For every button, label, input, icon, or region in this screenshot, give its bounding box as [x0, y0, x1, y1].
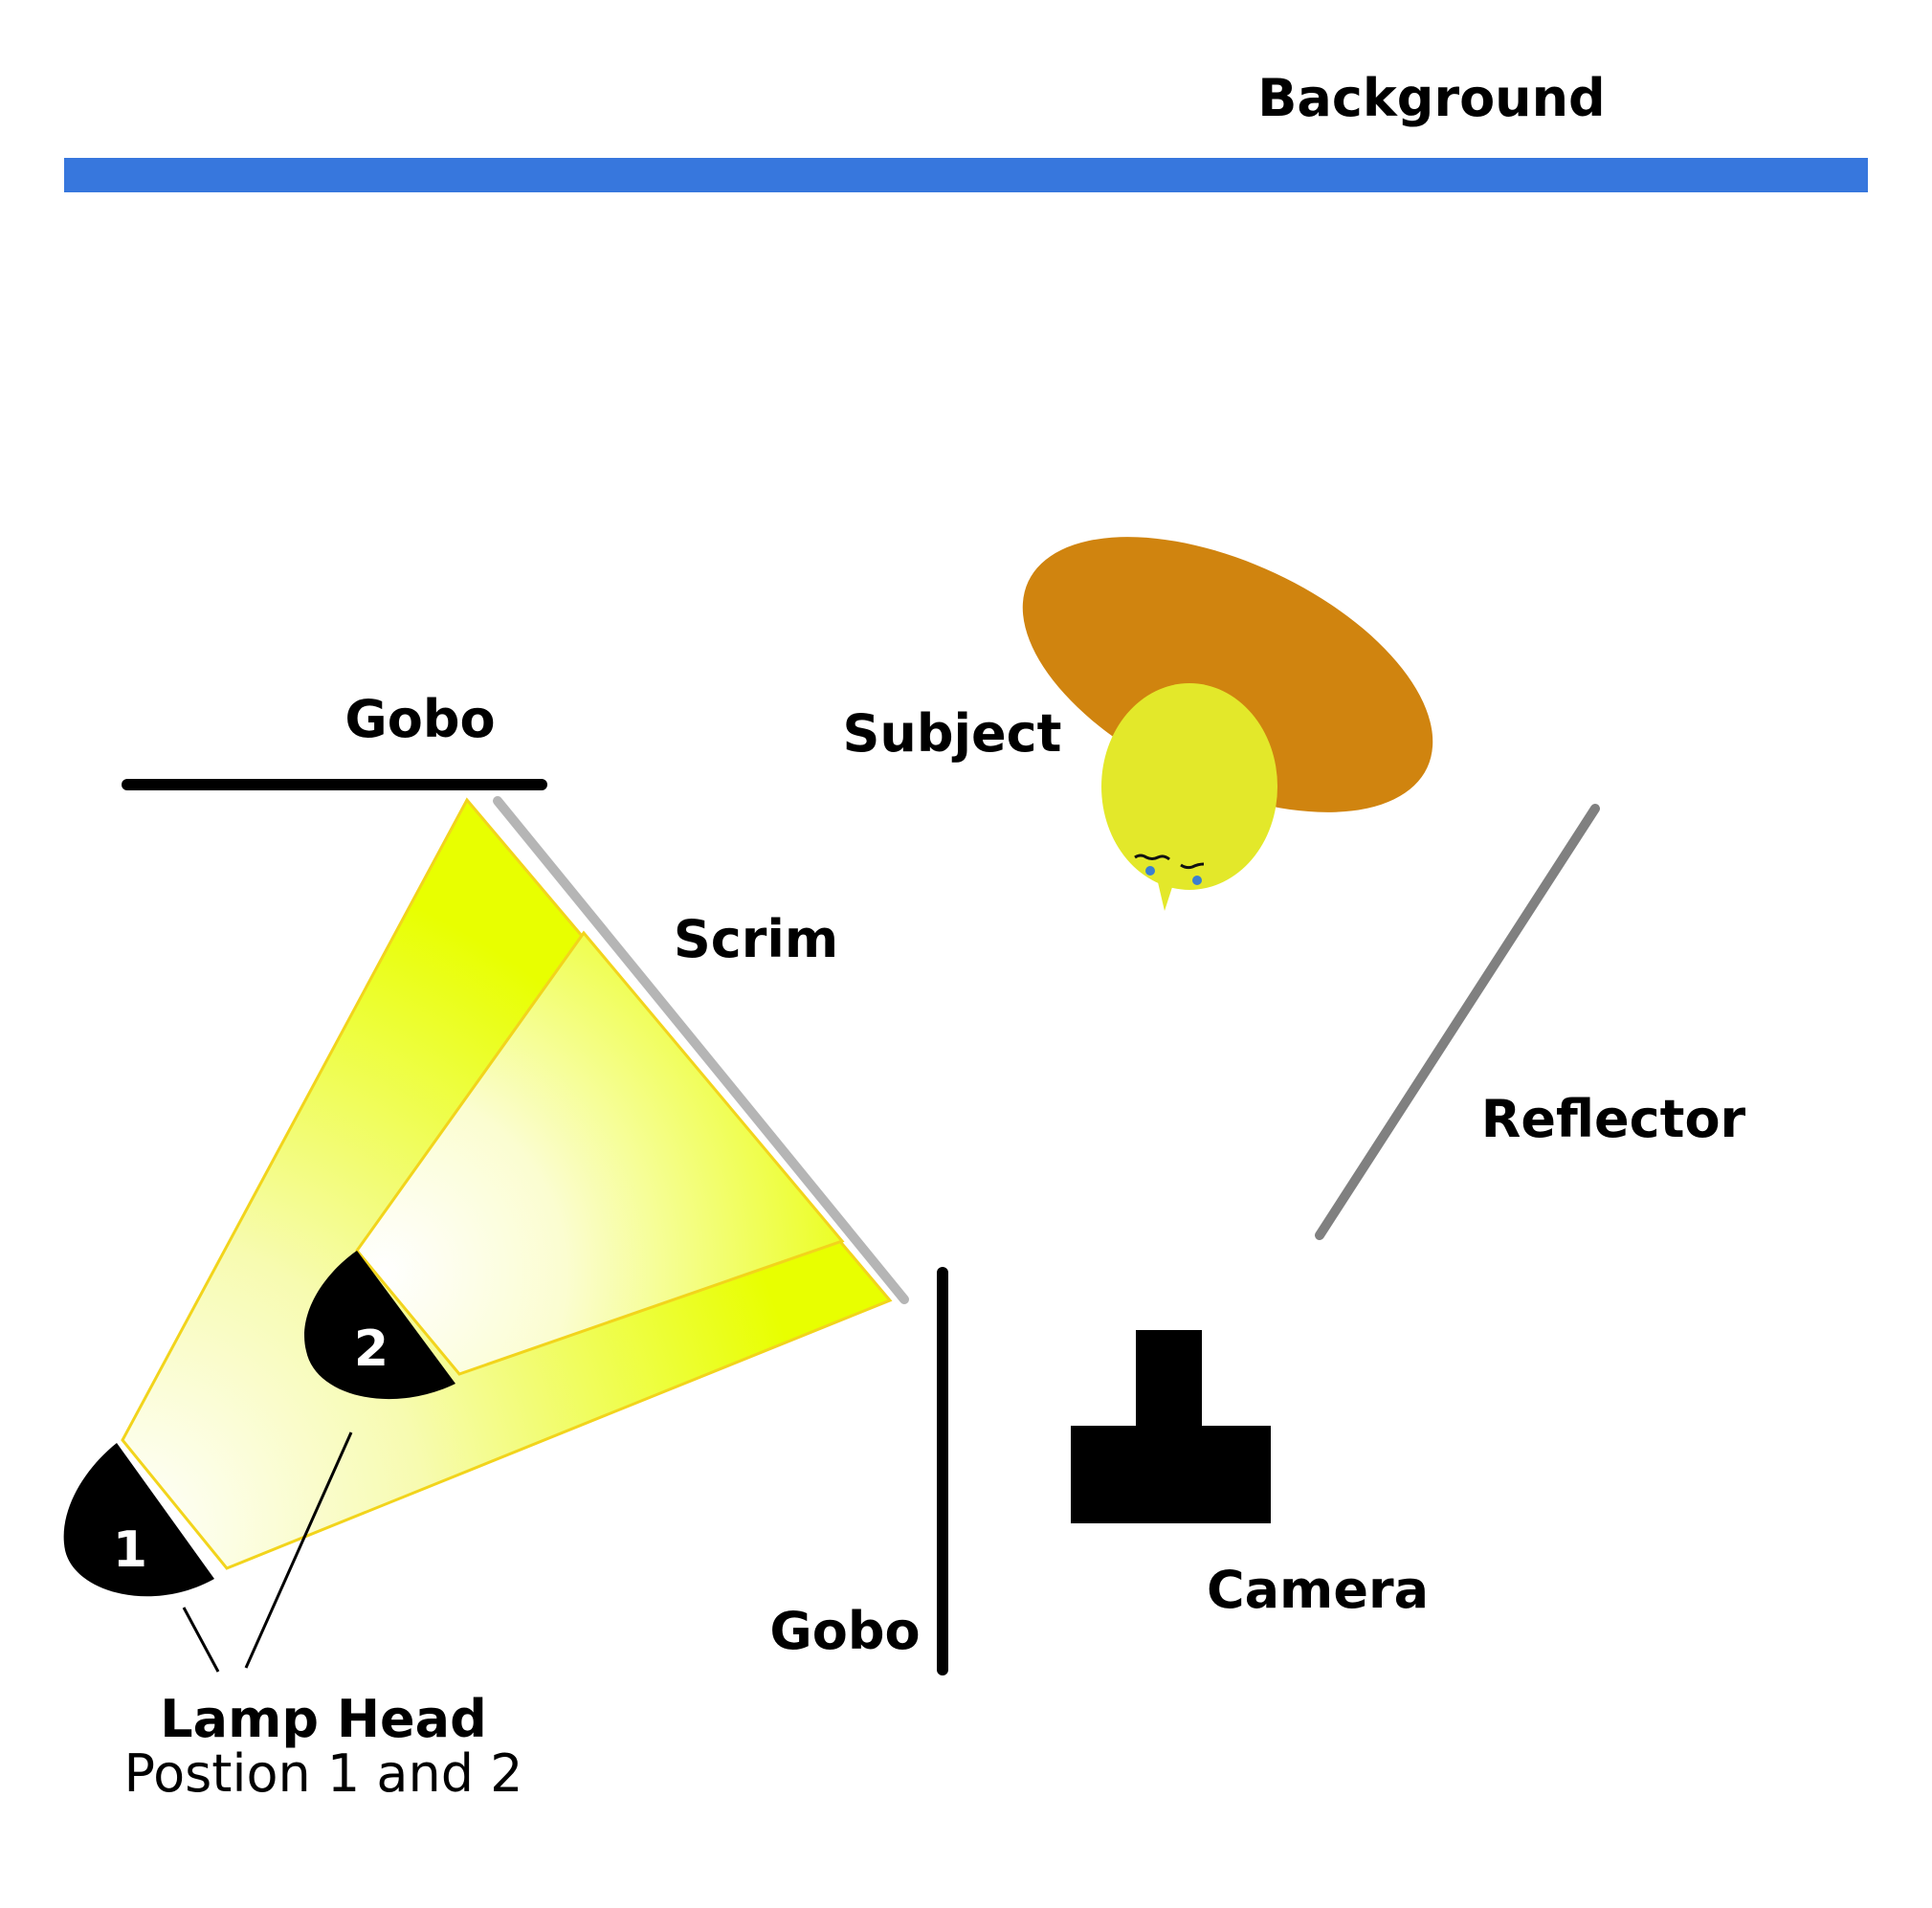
lamp-number-1: 1: [113, 1521, 147, 1579]
camera-viewfinder: [1136, 1330, 1202, 1427]
label-background: Background: [1257, 68, 1605, 128]
subject-eye-right: [1192, 876, 1202, 885]
label-gobo-top: Gobo: [344, 689, 495, 749]
label-scrim: Scrim: [674, 909, 838, 969]
label-camera: Camera: [1207, 1560, 1429, 1620]
subject-beak: [1158, 882, 1173, 911]
camera-body: [1071, 1426, 1271, 1523]
reflector: [1315, 804, 1600, 1240]
pointer-line-lamp-2: [244, 1431, 353, 1669]
scrim: [493, 796, 909, 1304]
background-bar: [64, 158, 1868, 192]
subject-eyebrow-left: [1134, 854, 1170, 861]
pointer-line-lamp-1: [182, 1607, 220, 1673]
light-beam-2: [355, 930, 845, 1376]
lamp-head-2: [304, 1251, 455, 1400]
subject-eyebrow-right: [1180, 862, 1205, 870]
subject-head: [1101, 683, 1277, 890]
label-reflector: Reflector: [1481, 1089, 1746, 1149]
label-lamp-positions: Postion 1 and 2: [123, 1743, 522, 1804]
lamp-number-2: 2: [354, 1320, 389, 1378]
camera: [1071, 1330, 1271, 1523]
label-lamp-head: Lamp Head: [160, 1689, 486, 1749]
subject-eye-left: [1145, 866, 1155, 876]
lamp-head-1: [63, 1443, 214, 1597]
label-gobo-bottom: Gobo: [769, 1601, 920, 1661]
label-subject: Subject: [843, 703, 1062, 764]
